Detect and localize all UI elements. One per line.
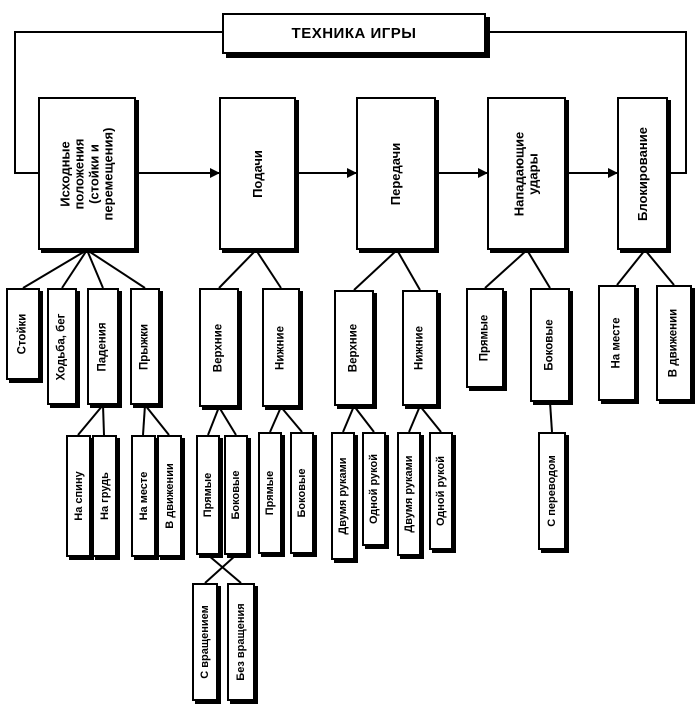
node-serves-upper-straight: Прямые bbox=[196, 435, 220, 555]
node-serves-lower-straight: Прямые bbox=[258, 432, 282, 554]
node-falls: Падения bbox=[87, 288, 119, 405]
category-attacks: Нападающие удары bbox=[487, 97, 566, 250]
node-attacks-side: Боковые bbox=[530, 288, 570, 402]
title-box: ТЕХНИКА ИГРЫ bbox=[222, 13, 486, 54]
node-serves-without-rotation: Без вращения bbox=[227, 583, 255, 701]
node-jumps-moving: В движении bbox=[157, 435, 182, 557]
node-serves-upper: Верхние bbox=[199, 288, 239, 407]
node-passes-upper: Верхние bbox=[334, 290, 374, 406]
node-attacks-straight: Прямые bbox=[466, 288, 504, 388]
title-frame-left bbox=[14, 31, 222, 174]
node-passes-lower: Нижние bbox=[402, 290, 438, 406]
category-passes-label: Передачи bbox=[387, 142, 403, 205]
node-passes-lower-one-hand: Одной рукой bbox=[429, 432, 453, 550]
node-block-moving: В движении bbox=[656, 285, 692, 401]
node-falls-chest: На грудь bbox=[92, 435, 117, 557]
category-attacks-label: Нападающие удары bbox=[511, 131, 541, 216]
node-serves-with-rotation: С вращением bbox=[192, 583, 218, 701]
category-initial-positions: Исходные положения (стойки и перемещения… bbox=[38, 97, 136, 250]
title-frame-right bbox=[486, 31, 687, 174]
node-serves-lower-side: Боковые bbox=[290, 432, 314, 554]
category-block-label: Блокирование bbox=[634, 126, 650, 221]
node-serves-upper-side: Боковые bbox=[224, 435, 248, 555]
node-falls-back: На спину bbox=[66, 435, 91, 557]
node-passes-upper-one-hand: Одной рукой bbox=[362, 432, 386, 546]
diagram-title: ТЕХНИКА ИГРЫ bbox=[291, 24, 417, 42]
node-jumps-in-place: На месте bbox=[131, 435, 156, 557]
category-initial-positions-label: Исходные положения (стойки и перемещения… bbox=[57, 127, 116, 220]
node-passes-lower-two-hands: Двумя руками bbox=[397, 432, 421, 556]
node-attacks-side-with-transfer: С переводом bbox=[538, 432, 566, 550]
node-serves-lower: Нижние bbox=[262, 288, 300, 407]
node-walking-running: Ходьба, бег bbox=[47, 288, 77, 405]
node-stances: Стойки bbox=[6, 288, 40, 380]
category-block: Блокирование bbox=[617, 97, 668, 250]
node-block-in-place: На месте bbox=[598, 285, 636, 401]
category-passes: Передачи bbox=[356, 97, 436, 250]
category-serves: Подачи bbox=[219, 97, 296, 250]
node-jumps: Прыжки bbox=[130, 288, 160, 405]
category-serves-label: Подачи bbox=[249, 149, 265, 198]
node-passes-upper-two-hands: Двумя руками bbox=[331, 432, 355, 560]
